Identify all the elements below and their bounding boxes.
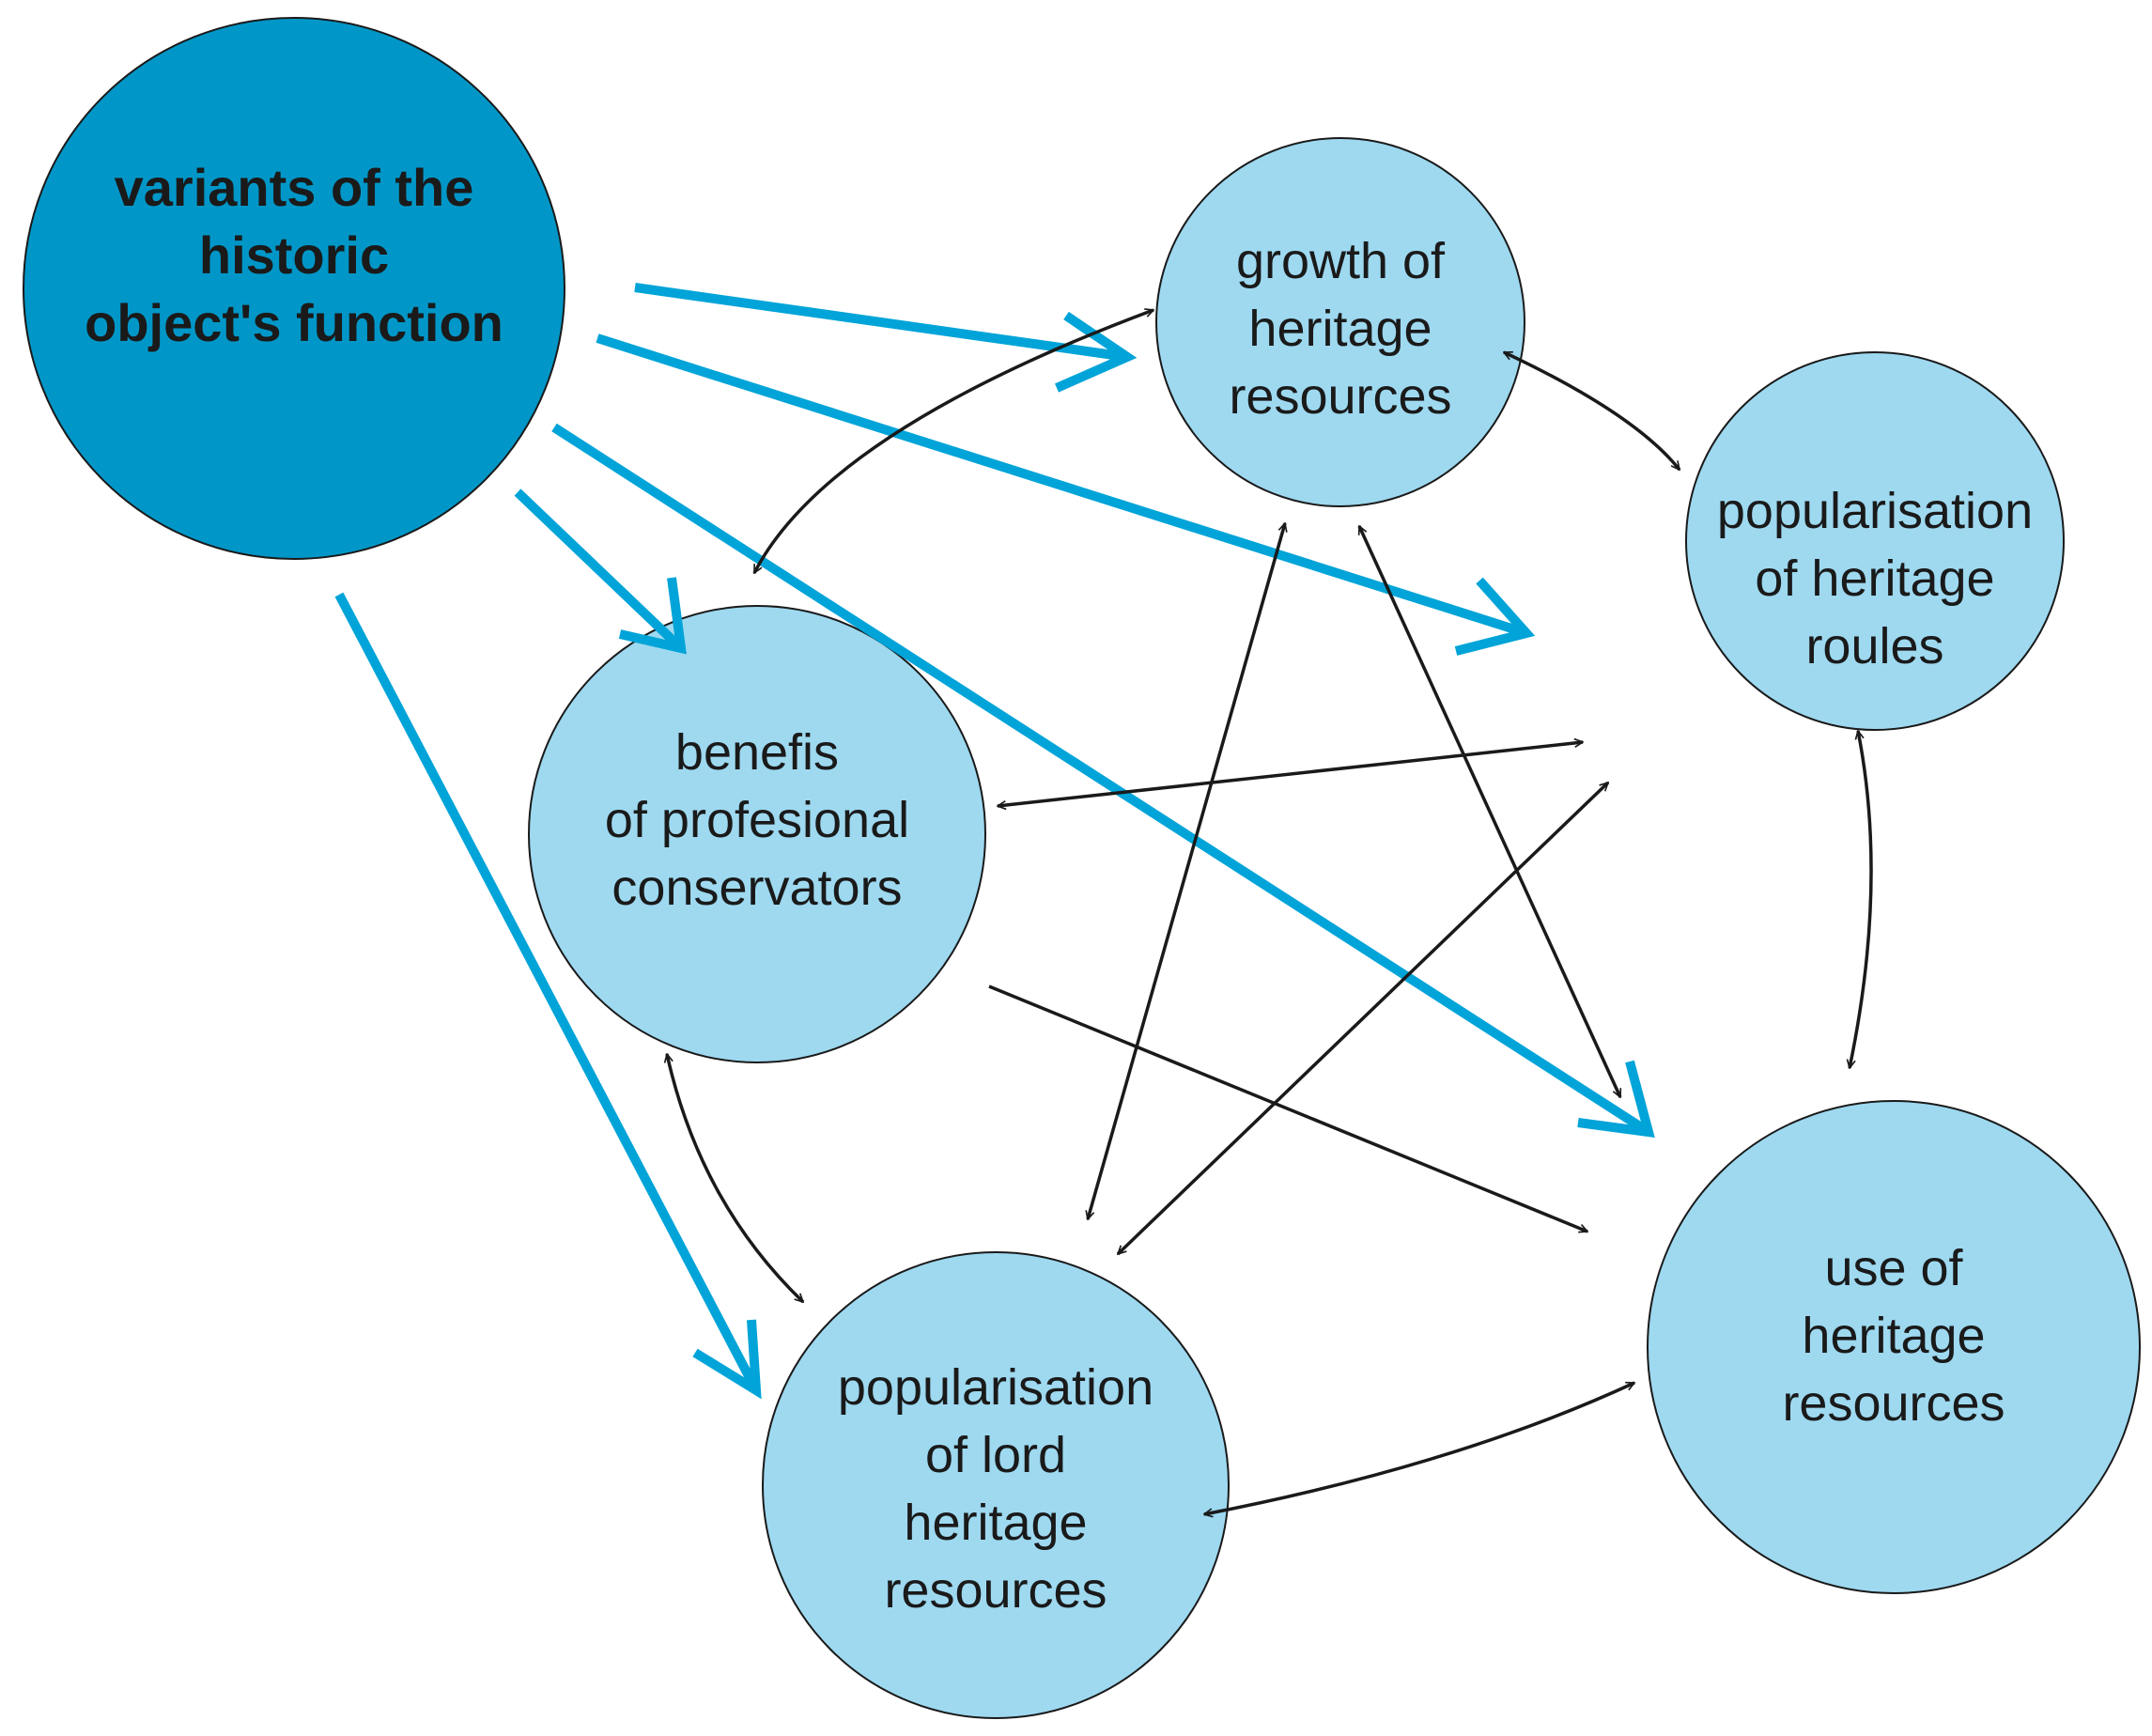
node-variants-line-1: variants of the: [114, 158, 474, 217]
node-use-line-2: heritage: [1802, 1308, 1986, 1364]
node-use-line-3: resources: [1782, 1375, 2005, 1432]
node-use-label: use of heritage resources: [1696, 1225, 2091, 1447]
node-variants-label: variants of the historic object's functi…: [31, 138, 557, 373]
arrow-growth-popularisation-rules: [1504, 350, 1681, 470]
node-popularisation-rules-label: popularisation of heritage roules: [1678, 468, 2072, 690]
node-popularisation-rules-line-2: of heritage: [1755, 550, 1995, 607]
node-popularisation-lord-line-3: heritage: [904, 1495, 1088, 1551]
arrow-popularisation-lord-use: [1204, 1381, 1634, 1514]
arrow-popularisation-rules-use: [1850, 731, 1873, 1068]
node-popularisation-rules-line-1: popularisation: [1716, 483, 2034, 539]
arrow-popularisation-lord-right: [1118, 783, 1608, 1254]
node-benefits-line-3: conservators: [612, 860, 903, 916]
node-popularisation-rules-line-3: roules: [1805, 618, 1944, 674]
blue-arrow-to-growth: [634, 283, 1128, 362]
node-variants-line-3: object's function: [85, 293, 503, 352]
node-growth-circle: [1155, 137, 1525, 507]
node-popularisation-lord-line-4: resources: [884, 1562, 1107, 1619]
node-benefits-line-2: of profesional: [604, 792, 910, 848]
node-popularisation-lord-line-1: popularisation: [837, 1359, 1154, 1416]
node-use-circle: [1647, 1100, 2141, 1594]
node-popularisation-lord-line-2: of lord: [924, 1427, 1067, 1483]
blue-arrowhead-popularisation-lord: [692, 1319, 762, 1400]
node-popularisation-lord-label: popularisation of lord heritage resource…: [798, 1343, 1193, 1635]
arrow-benefits-right: [998, 742, 1583, 806]
arrow-growth-popularisation-lord: [1088, 523, 1285, 1219]
node-growth-line-3: resources: [1229, 368, 1452, 425]
arrow-growth-use: [1357, 526, 1622, 1097]
node-growth-line-2: heritage: [1248, 301, 1432, 357]
node-benefits-line-1: benefis: [674, 724, 840, 781]
blue-arrowhead-benefits: [618, 577, 687, 655]
arrow-benefits-popularisation-lord: [667, 1054, 803, 1302]
node-growth-label: growth of heritage resources: [1171, 218, 1509, 440]
blue-arrow-to-benefits: [514, 488, 685, 652]
node-variants-circle: [23, 17, 565, 560]
arrow-benefits-use-lower: [988, 984, 1587, 1233]
node-use-line-1: use of: [1824, 1240, 1963, 1296]
arrow-growth-benefits: [752, 310, 1153, 573]
node-popularisation-rules-circle: [1685, 351, 2065, 731]
node-variants-line-2: historic: [198, 225, 390, 285]
black-arrows: [667, 310, 1873, 1514]
node-growth-line-1: growth of: [1235, 233, 1446, 289]
node-benefits-label: benefis of profesional conservators: [541, 709, 973, 931]
